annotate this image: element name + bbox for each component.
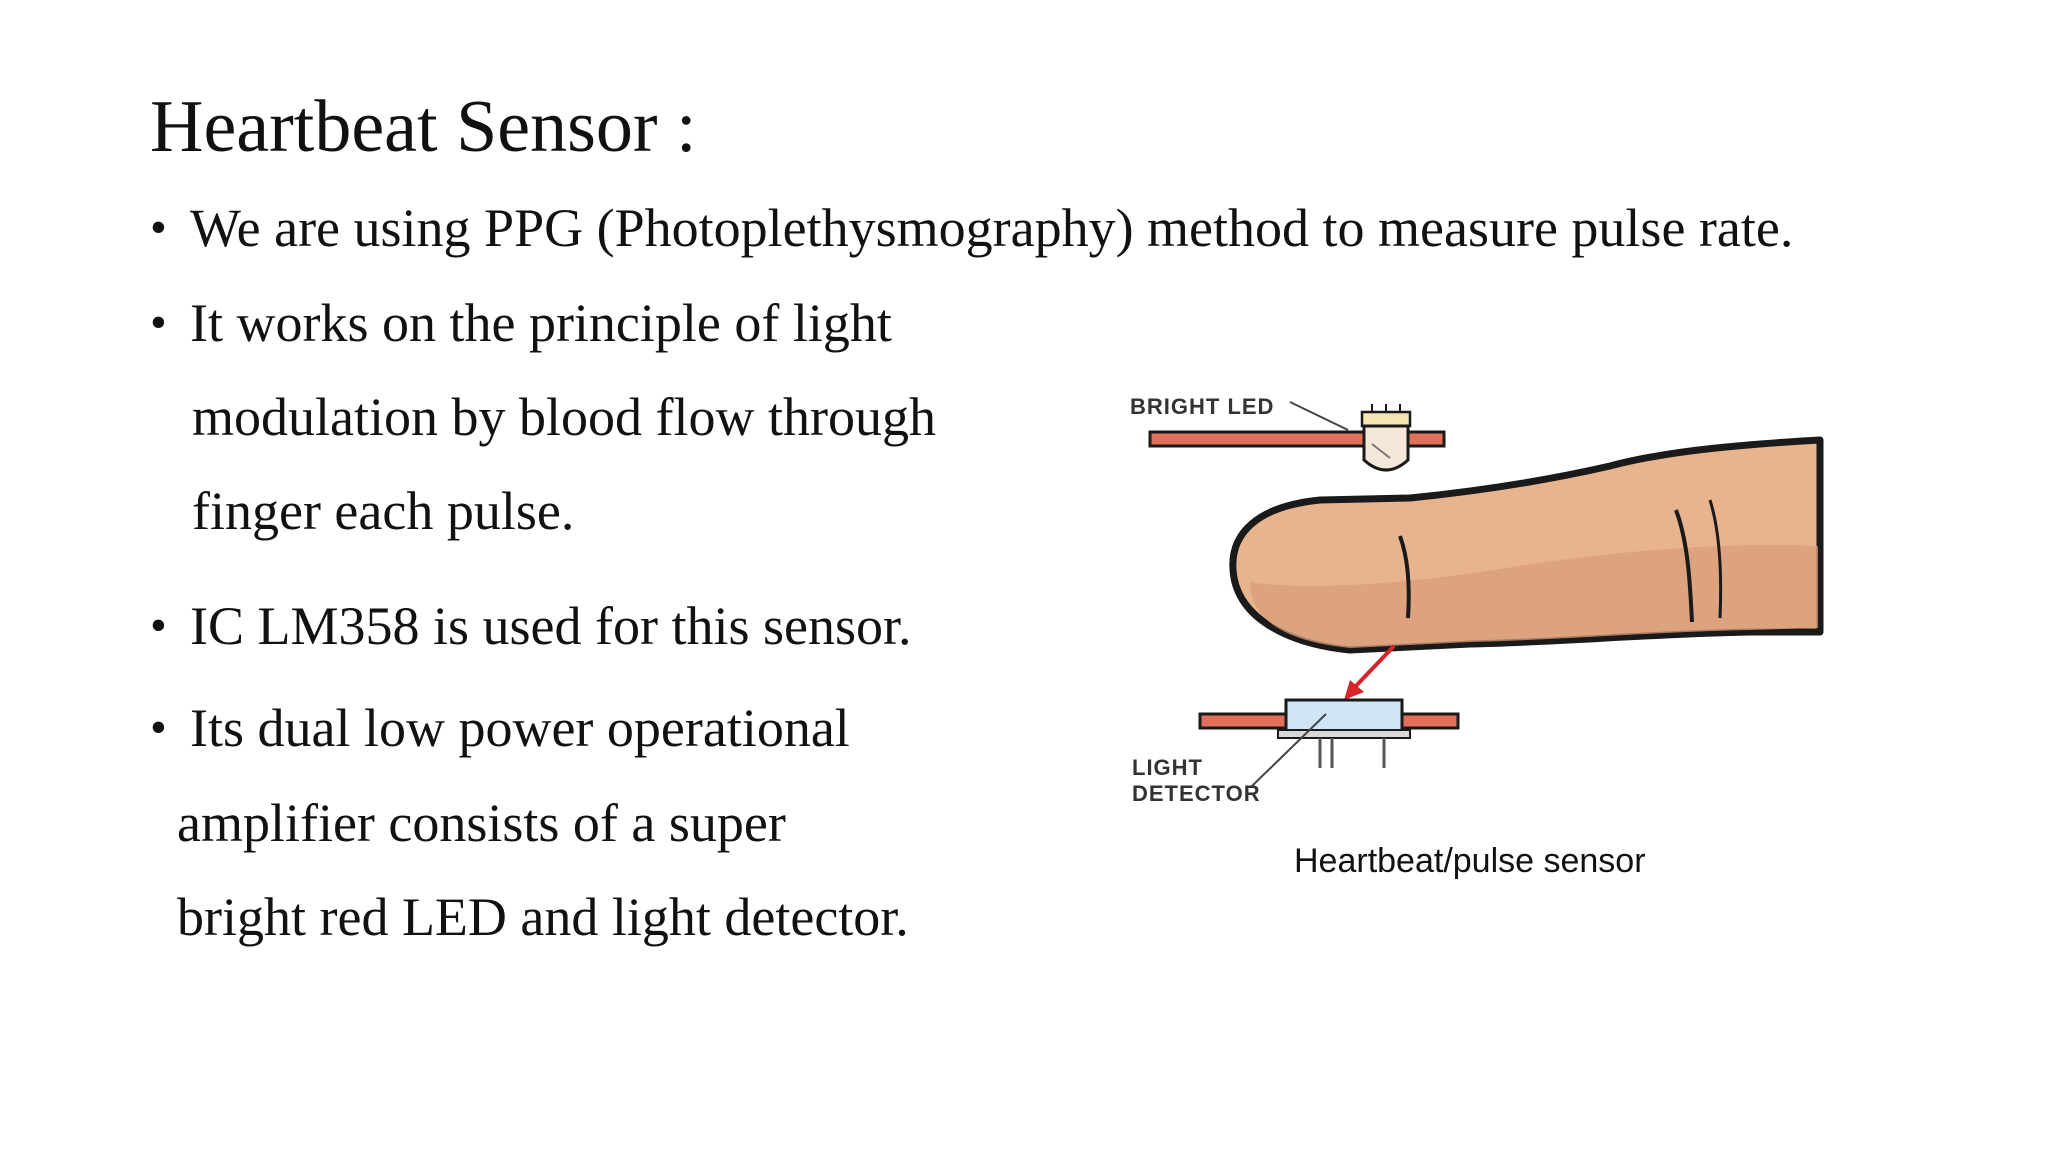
- light-detector-icon: [1277, 698, 1411, 768]
- led-label: BRIGHT LED: [1130, 394, 1274, 419]
- bullet-3-line-1: IC LM358 is used for this sensor.: [190, 596, 912, 656]
- bullet-2-line-3: finger each pulse.: [192, 481, 575, 541]
- led-pointer: [1289, 401, 1349, 431]
- detector-pointer: [1251, 713, 1327, 787]
- detector-label-line-2: DETECTOR: [1132, 781, 1261, 806]
- finger-crease: [1674, 509, 1694, 623]
- finger-crease: [1398, 535, 1411, 619]
- figure-caption: Heartbeat/pulse sensor: [1294, 842, 1646, 880]
- bullet-marker: •: [150, 701, 167, 754]
- bullet-4-line-2: amplifier consists of a super: [177, 793, 786, 853]
- bullet-4-line-1: Its dual low power operational: [190, 698, 850, 758]
- bullet-2-line-1: It works on the principle of light: [190, 293, 892, 353]
- bullet-4-line-3: bright red LED and light detector.: [177, 887, 909, 947]
- finger-shadow: [1250, 544, 1818, 648]
- detector-label-line-1: LIGHT: [1132, 755, 1203, 780]
- bright-led-icon: [1360, 404, 1412, 472]
- slide-title: Heartbeat Sensor :: [150, 86, 697, 168]
- pulse-sensor-diagram: BRIGHT LED LIGHT DETECTOR: [1130, 394, 1824, 806]
- finger-crease: [1708, 499, 1723, 619]
- bullet-1-line-1: We are using PPG (Photoplethysmography) …: [190, 198, 1794, 258]
- bullet-marker: •: [150, 599, 167, 652]
- bullet-2-line-2: modulation by blood flow through: [192, 387, 936, 447]
- light-path-arrow: [1344, 644, 1396, 700]
- bullet-marker: •: [150, 201, 167, 254]
- bullet-marker: •: [150, 296, 167, 349]
